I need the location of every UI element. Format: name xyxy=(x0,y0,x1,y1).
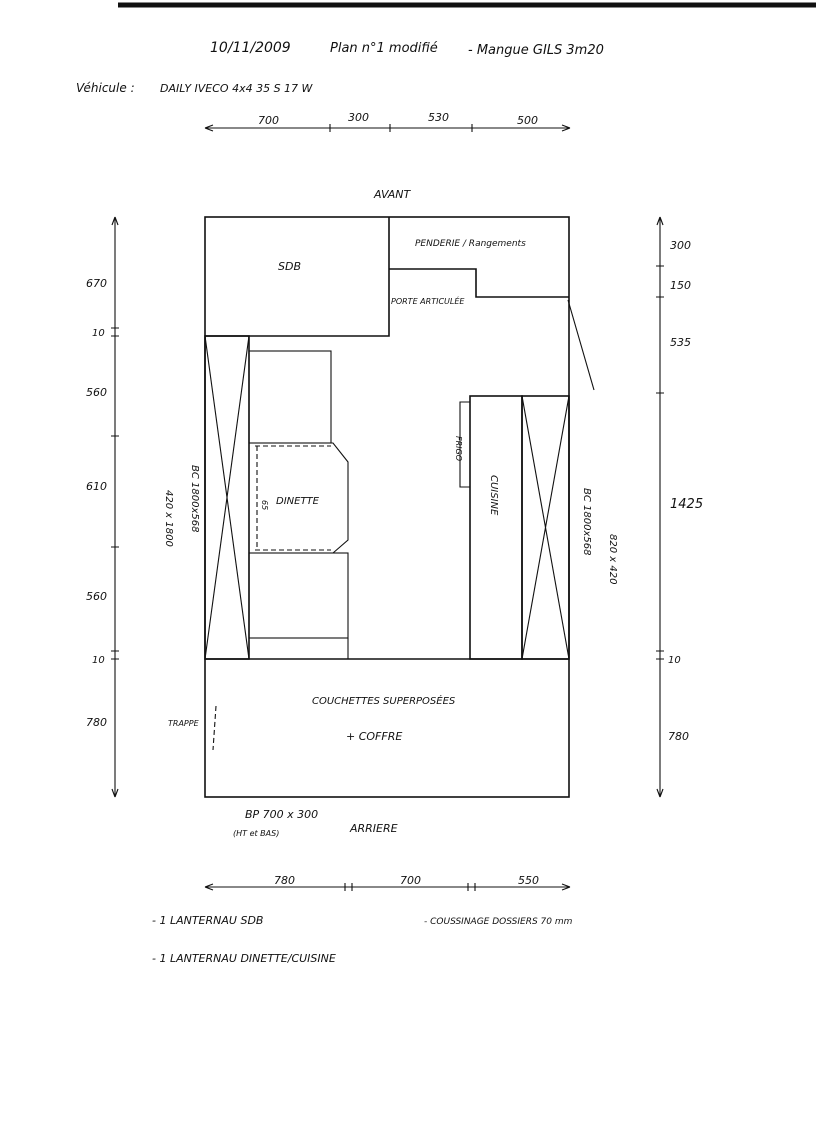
bunks-label: COUCHETTES SUPERPOSÉES xyxy=(312,694,456,707)
left-dimension-arrows xyxy=(111,216,119,798)
bottom-dim-3: 550 xyxy=(518,874,539,887)
header-date: 10/11/2009 xyxy=(210,40,291,56)
rear-door-label: BP 700 x 300 xyxy=(245,808,318,821)
right-bench-label: BC 1800x568 xyxy=(581,488,592,555)
vehicle-model: DAILY IVECO 4x4 35 S 17 W xyxy=(160,82,314,95)
left-dim-7: 780 xyxy=(86,716,107,729)
bottom-dim-1: 780 xyxy=(274,874,295,887)
header-client: - Mangue GILS 3m20 xyxy=(468,43,604,58)
wardrobe-door-swing xyxy=(567,299,595,391)
left-dim-1: 670 xyxy=(86,277,107,290)
kitchen-counter xyxy=(469,395,523,660)
chest-label: + COFFRE xyxy=(346,730,402,743)
left-dim-6: 10 xyxy=(92,655,105,666)
fridge-label: FRIGO xyxy=(454,436,463,461)
left-dimension-ticks xyxy=(111,327,119,660)
front-label: AVANT xyxy=(373,188,412,201)
top-dimension-arrows xyxy=(204,124,571,132)
top-dim-1: 700 xyxy=(258,114,279,127)
right-bench-size: 820 x 420 xyxy=(607,534,618,584)
note-cushions: - COUSSINAGE DOSSIERS 70 mm xyxy=(424,917,573,927)
bottom-dimension-ticks xyxy=(344,883,476,891)
left-bench-label: BC 1800x568 xyxy=(189,465,200,532)
dinette-seat-rear xyxy=(248,552,349,639)
rear-label: ARRIERE xyxy=(349,822,398,835)
right-dim-4: 1425 xyxy=(670,497,703,512)
vehicle-label: Véhicule : xyxy=(76,81,135,95)
right-dim-2: 150 xyxy=(670,279,691,292)
top-dimension-ticks xyxy=(329,124,473,132)
note-skylight-1: - 1 LANTERNAU SDB xyxy=(152,914,263,927)
right-dimension-ticks xyxy=(656,265,664,660)
top-dim-4: 500 xyxy=(517,114,538,127)
hatch-outline xyxy=(212,705,217,751)
right-dim-6: 780 xyxy=(668,730,689,743)
right-dim-1: 300 xyxy=(670,239,691,252)
left-bench-cross-b xyxy=(204,335,250,660)
rear-door-note: (HT et BAS) xyxy=(233,829,279,838)
top-dim-2: 300 xyxy=(348,111,369,124)
header-plan-title: Plan n°1 modifié xyxy=(330,41,438,56)
left-dim-4: 610 xyxy=(86,480,107,493)
wardrobe-label: PENDERIE / Rangements xyxy=(415,239,526,249)
left-bench-size: 420 x 1800 xyxy=(163,490,174,547)
dinette-table-extension xyxy=(255,445,331,551)
bottom-dimension-arrows xyxy=(204,883,571,891)
right-dimension-arrows xyxy=(656,216,664,798)
left-dim-5: 560 xyxy=(86,590,107,603)
vehicle-outline xyxy=(204,216,570,798)
bathroom-walls xyxy=(205,217,390,337)
right-bench-cross-b xyxy=(521,395,570,660)
bathroom-label: SDB xyxy=(278,260,301,273)
dinette-label: DINETTE xyxy=(276,496,320,507)
left-dim-2: 10 xyxy=(92,328,105,339)
wardrobe-walls xyxy=(389,268,569,298)
bottom-dim-2: 700 xyxy=(400,874,421,887)
kitchen-label: CUISINE xyxy=(488,475,499,516)
hatch-label: TRAPPE xyxy=(168,719,200,728)
fridge-outline xyxy=(459,401,470,488)
right-dim-5: 10 xyxy=(668,655,681,666)
note-skylight-2: - 1 LANTERNAU DINETTE/CUISINE xyxy=(152,952,336,965)
dinette-width-label: 65 xyxy=(260,500,269,510)
right-dim-3: 535 xyxy=(670,336,691,349)
dinette-seat-front xyxy=(248,350,332,444)
left-dim-3: 560 xyxy=(86,386,107,399)
top-dim-3: 530 xyxy=(428,111,449,124)
hinged-door-label: PORTE ARTICULÉE xyxy=(391,295,465,306)
